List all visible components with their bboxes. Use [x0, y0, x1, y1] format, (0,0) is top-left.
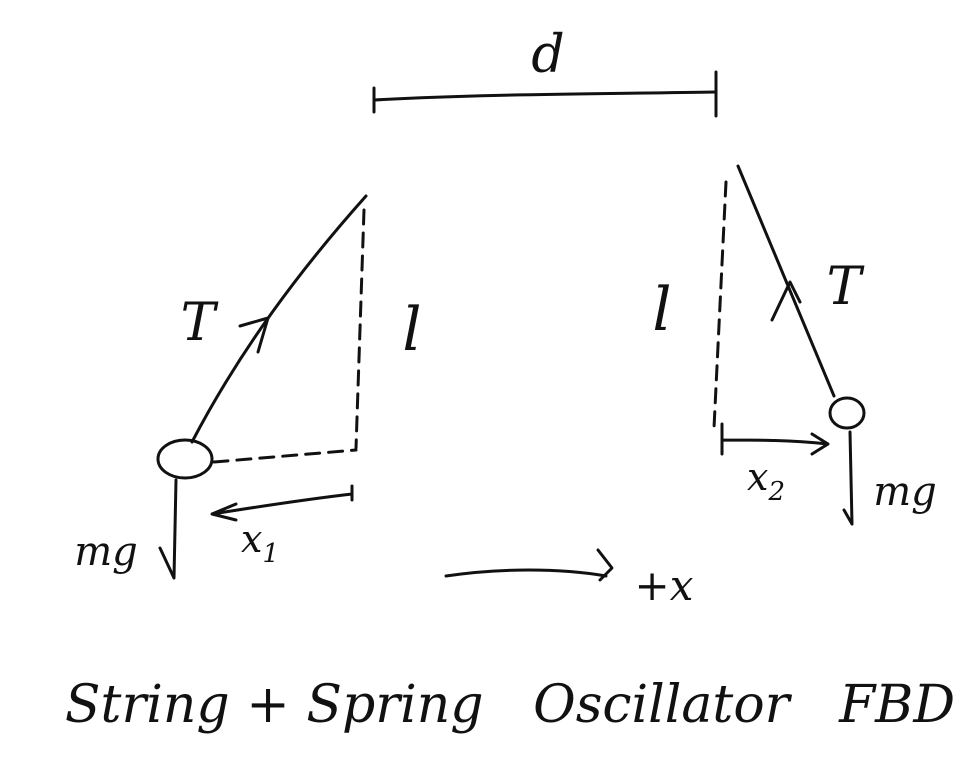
right-tension-label: T [827, 257, 865, 317]
diagram-caption: String + Spring Oscillator FBD [65, 675, 955, 735]
positive-direction-arrow [444, 548, 614, 582]
right-length-label: l [652, 275, 671, 345]
left-weight-arrow [158, 478, 178, 580]
left-displacement-arrow [210, 484, 354, 522]
right-displacement-label: x2 [747, 455, 785, 507]
right-bob [828, 396, 866, 430]
left-horizontal-reference [212, 448, 358, 464]
left-tension-arrow [238, 316, 270, 354]
right-pendulum [712, 164, 866, 526]
right-weight-arrow [842, 430, 854, 526]
left-string [190, 194, 368, 444]
right-displacement-arrow [720, 422, 830, 456]
right-weight-label: mg [873, 469, 937, 515]
separation-label: d [531, 25, 564, 85]
positive-direction-label: +x [635, 561, 694, 610]
left-vertical-reference [354, 208, 366, 450]
left-tension-label: T [181, 293, 219, 353]
left-displacement-label: x1 [241, 517, 279, 569]
right-tension-arrow [770, 280, 802, 322]
left-pendulum [156, 194, 368, 580]
left-weight-label: mg [74, 529, 138, 575]
left-bob [156, 438, 214, 480]
left-length-label: l [402, 295, 421, 365]
right-vertical-reference [712, 180, 728, 430]
separation-bracket [372, 70, 718, 118]
right-string [736, 164, 836, 398]
